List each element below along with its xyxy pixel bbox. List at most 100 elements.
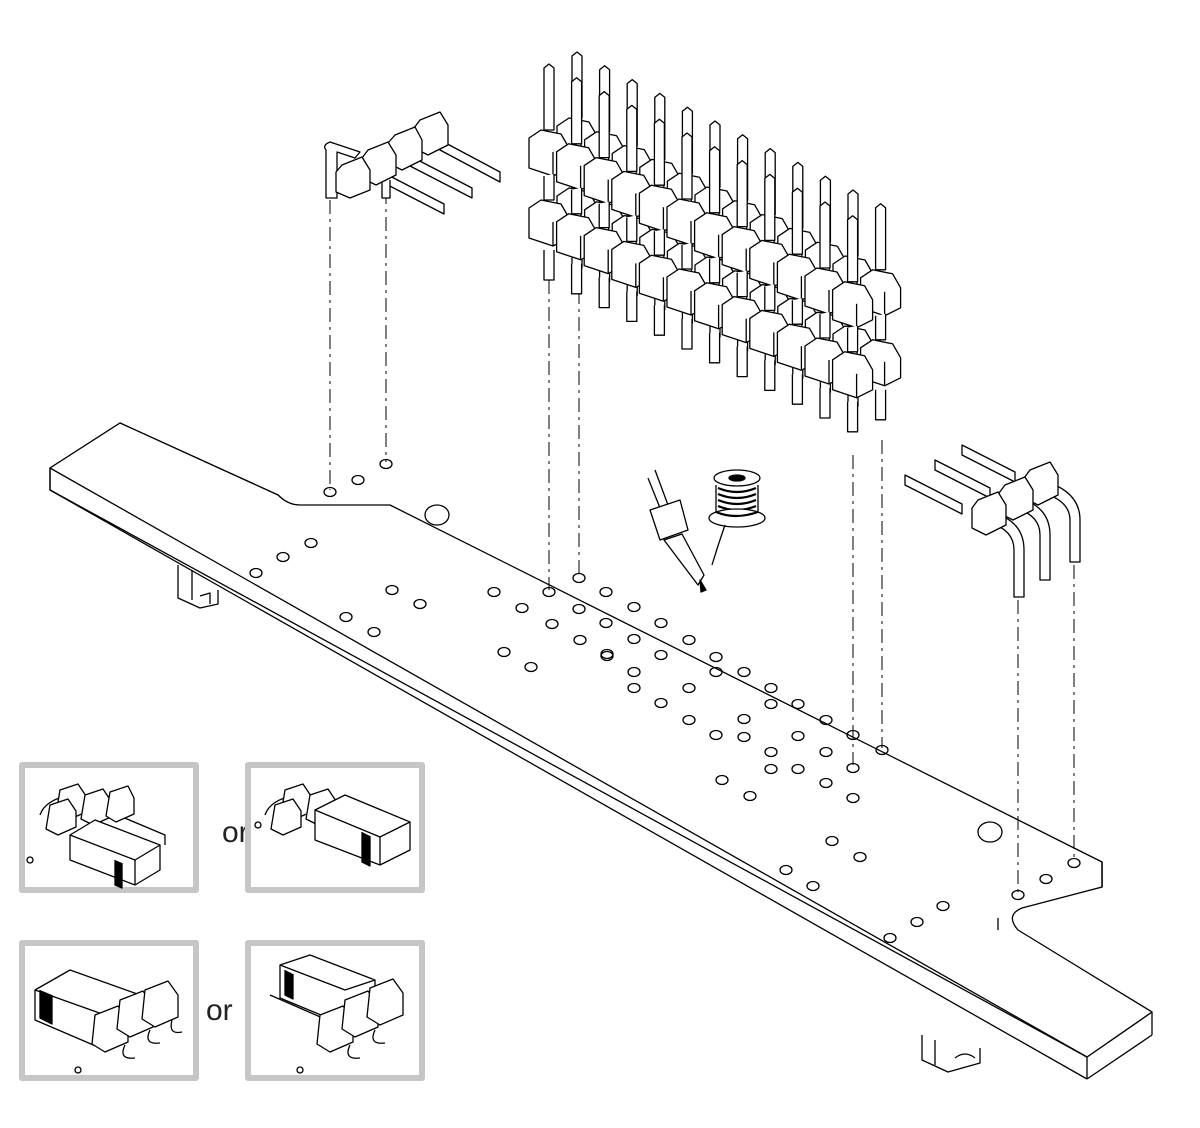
pcb-hole [709,666,723,678]
pcb-hole [545,618,559,630]
header-pin [736,346,748,378]
pcb-hole [825,835,839,847]
header-pin [653,118,666,186]
pcb-hole [497,646,511,658]
pcb-hole [764,746,778,758]
header-pin [736,159,748,228]
pcb-hole [600,650,614,662]
or-label-top: or [222,816,249,849]
header-pin [598,201,610,229]
pcb-hole [573,634,587,646]
right-angle-header-right [904,444,1081,598]
header-pin [846,401,859,433]
pcb-hole [743,790,757,802]
header-housing [831,281,874,329]
header-pin [598,277,610,309]
header-pin [681,243,693,270]
mounting-hole [424,504,450,526]
pcb-hole [323,486,337,498]
pcb-hole [806,880,820,892]
pcb-hole [654,649,668,661]
header-pin [874,203,887,271]
pcb-hole [819,714,833,726]
pcb-hole [737,666,751,678]
soldering-iron-icon [647,469,707,593]
pcb-hole [1039,873,1053,885]
pcb-hole [654,617,668,629]
alignment-guides [329,190,1075,893]
mounting-bracket-right [921,1035,981,1073]
pcb-hole [654,697,668,709]
pcb-hole [385,584,399,596]
header-pin [708,332,721,364]
pcb-hole [367,626,381,638]
pcb-hole [764,682,778,694]
pcb-hole [599,617,613,629]
pcb-hole [682,634,696,646]
pcb-hole [715,774,729,786]
pcb-hole [413,598,427,610]
pcb-hole [791,730,805,742]
pcb-hole [791,763,805,775]
pcb-hole [276,551,290,563]
pcb-hole [910,916,924,928]
mounting-hole [977,821,1003,843]
header-pin [819,388,831,419]
solder-spool-icon [708,469,766,566]
pcb-hole [791,698,805,710]
header-pin [570,187,583,215]
pcb-hole [627,601,641,613]
header-pin [764,284,776,312]
header-pin [626,215,638,243]
mounting-bracket-left [177,565,219,609]
pcb-hole [339,611,353,623]
header-pin [653,229,666,256]
header-pin [543,174,555,201]
header-pin [764,173,776,242]
header-pin [570,77,583,145]
pcb-hole [682,682,696,694]
pcb-hole [487,586,501,598]
pcb-hole [883,932,897,944]
pcb-hole [709,651,723,663]
header-pin [874,313,887,341]
header-pin [819,312,831,339]
right-angle-header-left [324,111,501,215]
or-label-bottom: or [206,994,233,1027]
header-pin [598,90,610,159]
pcb-hole [1067,857,1081,869]
pcb-hole [737,731,751,743]
pcb-hole [572,572,586,584]
double-row-pin-header [528,51,902,433]
pcb-hole [846,792,860,804]
pcb-hole [764,698,778,710]
pcb-hole [819,777,833,789]
header-pin [626,104,638,173]
header-pin [653,305,666,336]
pcb-hole [737,713,751,725]
pcb-hole [764,763,778,775]
jumper-inset-top-right [245,762,425,893]
header-pin [681,319,693,350]
pcb-hole [379,458,393,470]
pcb-hole [599,586,613,598]
header-pin [791,374,804,405]
header-pin [874,389,887,421]
header-pin [543,250,555,281]
header-pin [791,187,804,255]
jumper-inset-bottom-left [19,940,199,1081]
pcb-hole [627,666,641,678]
header-housing [831,351,874,399]
header-pin [819,201,831,269]
pcb-hole [627,633,641,645]
pcb-hole [524,661,538,673]
header-pin [791,298,804,325]
pcb-hole [249,567,263,579]
pcb-hole [682,714,696,726]
pcb-hole [304,537,318,549]
pcb-hole [627,682,641,694]
pcb-hole [853,851,867,863]
pcb-hole [819,746,833,758]
header-pin [626,291,638,323]
